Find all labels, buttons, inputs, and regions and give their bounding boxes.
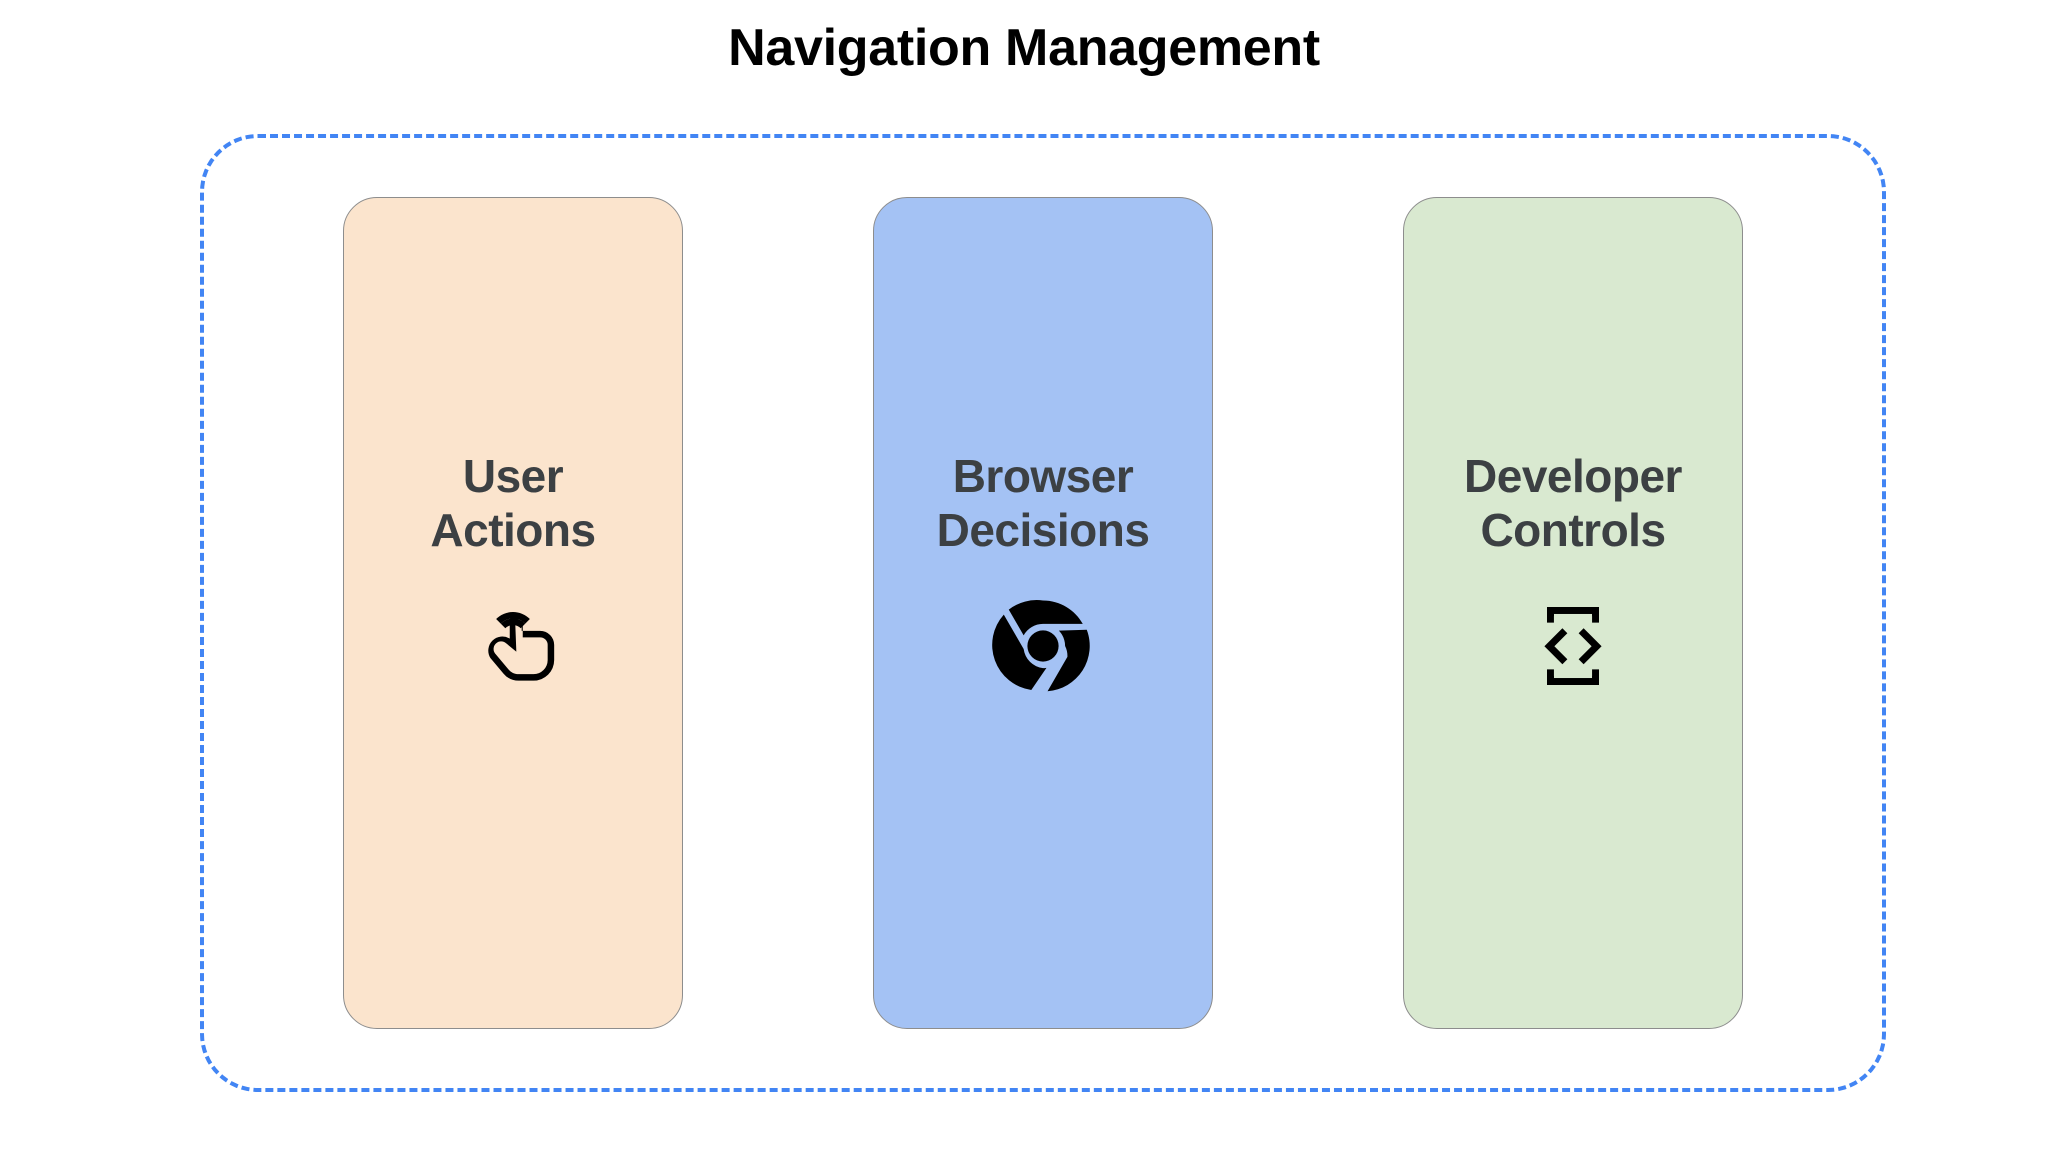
card-row: User Actions Browser Decisions [200, 134, 1886, 1092]
card-browser-decisions-label: Browser Decisions [936, 450, 1150, 556]
card-developer-controls-label: Developer Controls [1464, 450, 1682, 556]
touch-app-icon [461, 594, 565, 698]
chrome-logo-icon [991, 594, 1095, 698]
dashed-group-boundary [200, 134, 1886, 1092]
card-browser-decisions[interactable]: Browser Decisions [873, 197, 1213, 1029]
card-developer-controls[interactable]: Developer Controls [1403, 197, 1743, 1029]
developer-mode-icon [1521, 594, 1625, 698]
card-user-actions-label: User Actions [430, 450, 596, 556]
card-user-actions[interactable]: User Actions [343, 197, 683, 1029]
page-title: Navigation Management [728, 19, 1320, 77]
